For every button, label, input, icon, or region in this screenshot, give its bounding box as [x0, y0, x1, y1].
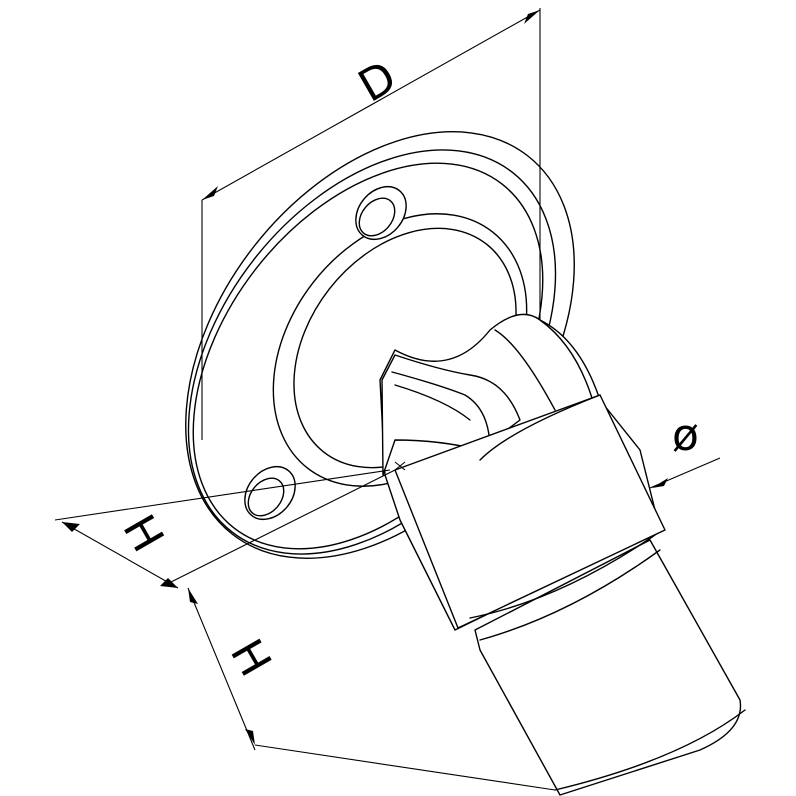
elbow-tube	[379, 313, 746, 796]
lower-tube	[474, 539, 742, 796]
dim-label-h-lower: H	[220, 631, 281, 685]
dim-label-h-upper: H	[112, 507, 173, 561]
dimension-diameter: ø	[649, 410, 721, 489]
dim-label-d: D	[350, 51, 405, 112]
reference-mark	[394, 461, 406, 471]
mounting-hole-top	[355, 185, 407, 241]
dim-label-diameter: ø	[672, 410, 699, 461]
elbow-sleeve	[394, 394, 666, 629]
mounting-hole-bottom	[244, 465, 296, 521]
